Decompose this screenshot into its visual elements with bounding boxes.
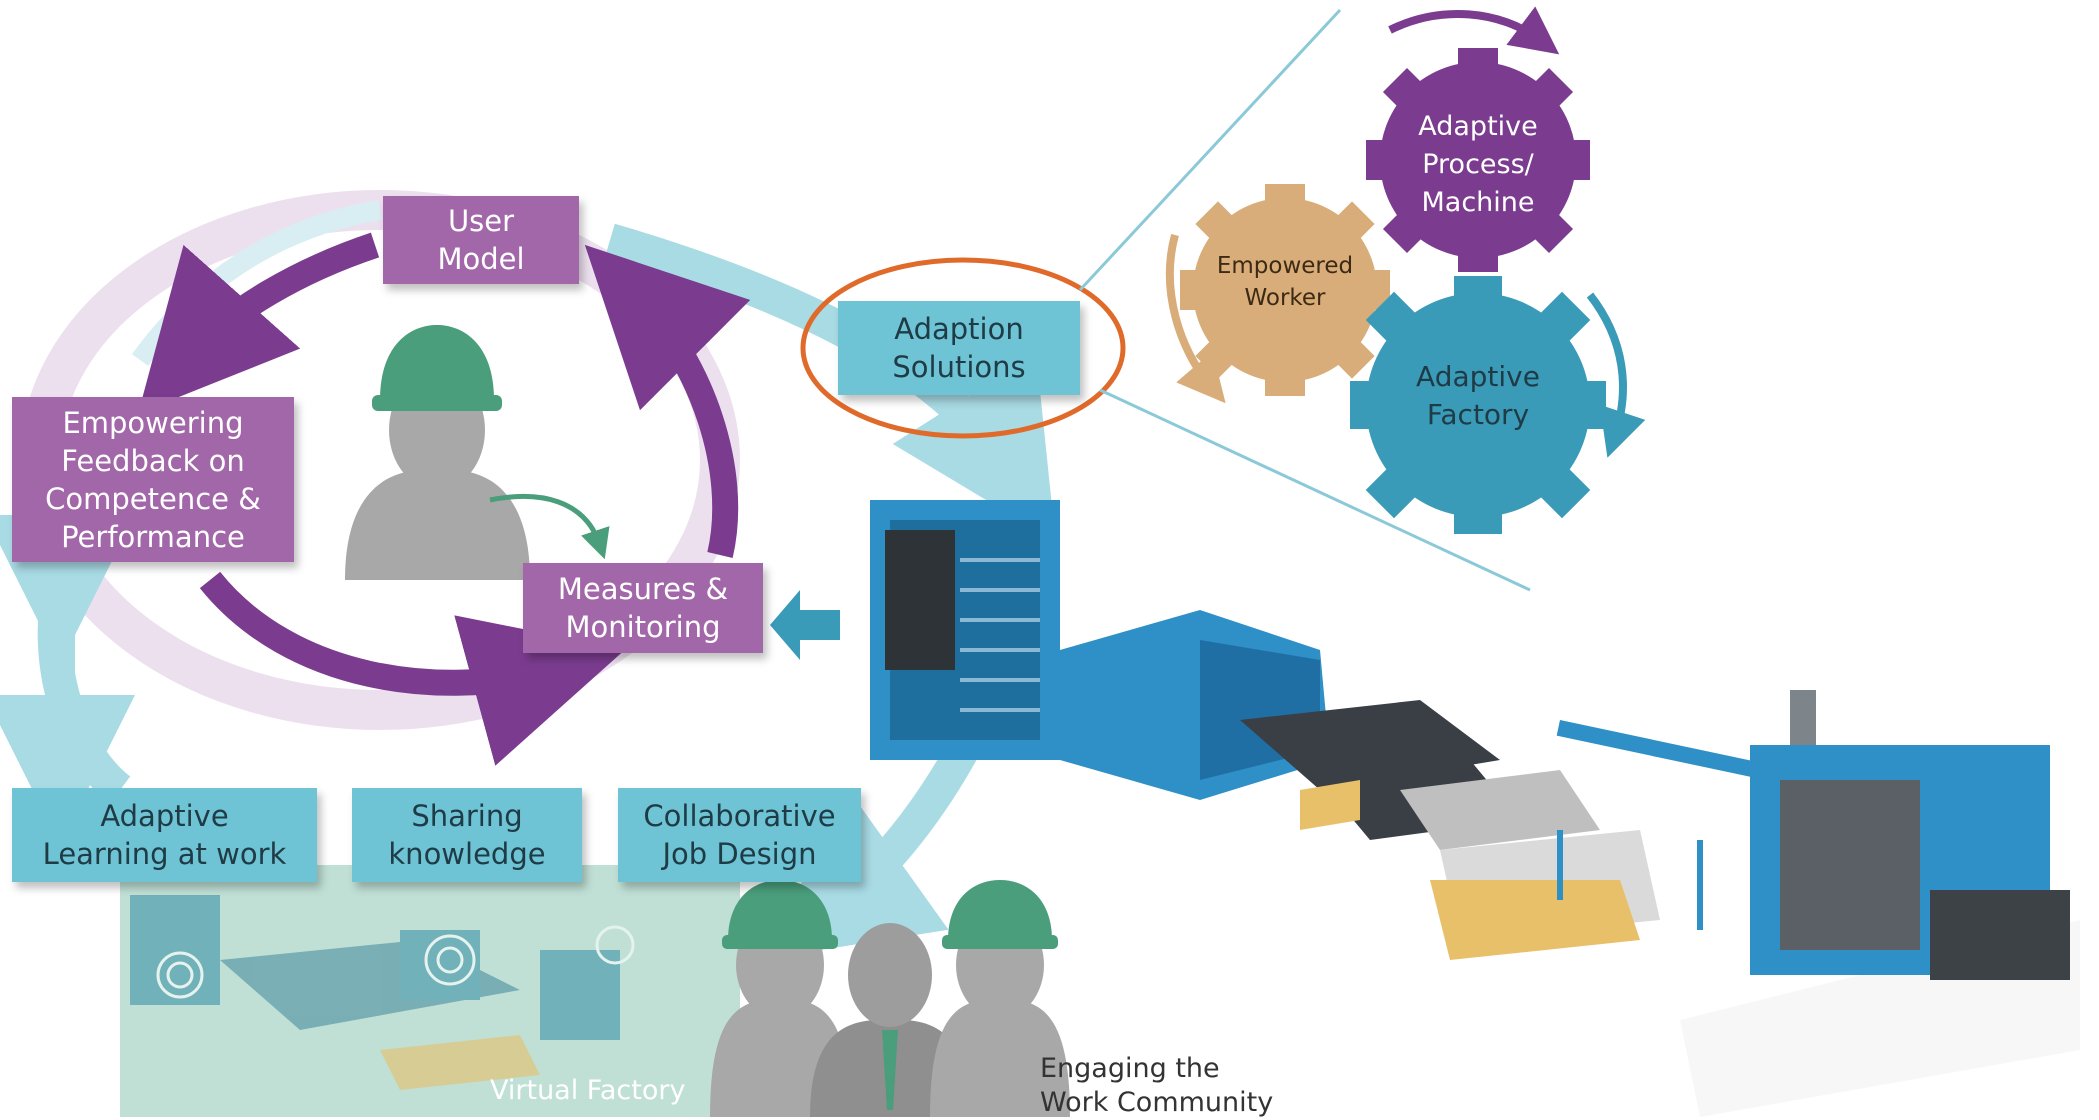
sharing-knowledge-box: Sharing knowledge bbox=[352, 788, 582, 882]
adaption-solutions-label: Adaption Solutions bbox=[892, 312, 1026, 384]
gear-adaptive-process-label: Adaptive Process/ Machine bbox=[1418, 111, 1538, 218]
empowering-feedback-box: Empowering Feedback on Competence & Perf… bbox=[12, 397, 294, 562]
measures-monitoring-label: Measures & Monitoring bbox=[557, 572, 729, 644]
virtual-factory-caption: Virtual Factory bbox=[490, 1075, 686, 1106]
gear-adaptive-factory bbox=[1350, 276, 1606, 534]
adaptive-learning-box: Adaptive Learning at work bbox=[12, 788, 317, 882]
sharing-knowledge-label: Sharing knowledge bbox=[388, 799, 546, 871]
zoom-line-top bbox=[1078, 8, 1342, 292]
adaptive-learning-label: Adaptive Learning at work bbox=[42, 799, 287, 871]
user-model-label: User Model bbox=[437, 204, 525, 276]
purple-arrow-to-usermodel bbox=[584, 244, 751, 558]
purple-arrow-to-feedback bbox=[138, 232, 380, 414]
engaging-community-caption: Engaging the Work Community bbox=[1040, 1053, 1274, 1118]
measures-monitoring-box: Measures & Monitoring bbox=[523, 563, 763, 653]
virtual-factory-image bbox=[130, 895, 635, 1090]
gear-empowered-worker bbox=[1180, 184, 1390, 396]
gear-arrow-top bbox=[1388, 6, 1560, 55]
worker-figure-icon bbox=[345, 325, 530, 580]
gear-arrow-right bbox=[1586, 292, 1646, 458]
user-model-box: User Model bbox=[383, 196, 579, 284]
zoom-line-bottom bbox=[1099, 388, 1531, 592]
collaborative-job-label: Collaborative Job Design bbox=[643, 799, 836, 871]
gear-empowered-worker-label: Empowered Worker bbox=[1216, 253, 1354, 311]
collaborative-job-box: Collaborative Job Design bbox=[618, 788, 861, 882]
purple-arrow-to-measures bbox=[199, 571, 626, 766]
machine-to-measures-arrow bbox=[770, 590, 840, 660]
worker-to-measures-arrow bbox=[489, 493, 610, 560]
highlight-ellipse bbox=[800, 257, 1126, 439]
gear-adaptive-factory-label: Adaptive Factory bbox=[1416, 360, 1540, 431]
production-line-machine bbox=[870, 500, 2080, 1117]
gear-arrow-left bbox=[1165, 233, 1226, 404]
adaption-solutions-box: Adaption Solutions bbox=[838, 301, 1080, 395]
work-community-icon bbox=[710, 880, 1070, 1117]
empowering-feedback-label: Empowering Feedback on Competence & Perf… bbox=[45, 405, 261, 554]
